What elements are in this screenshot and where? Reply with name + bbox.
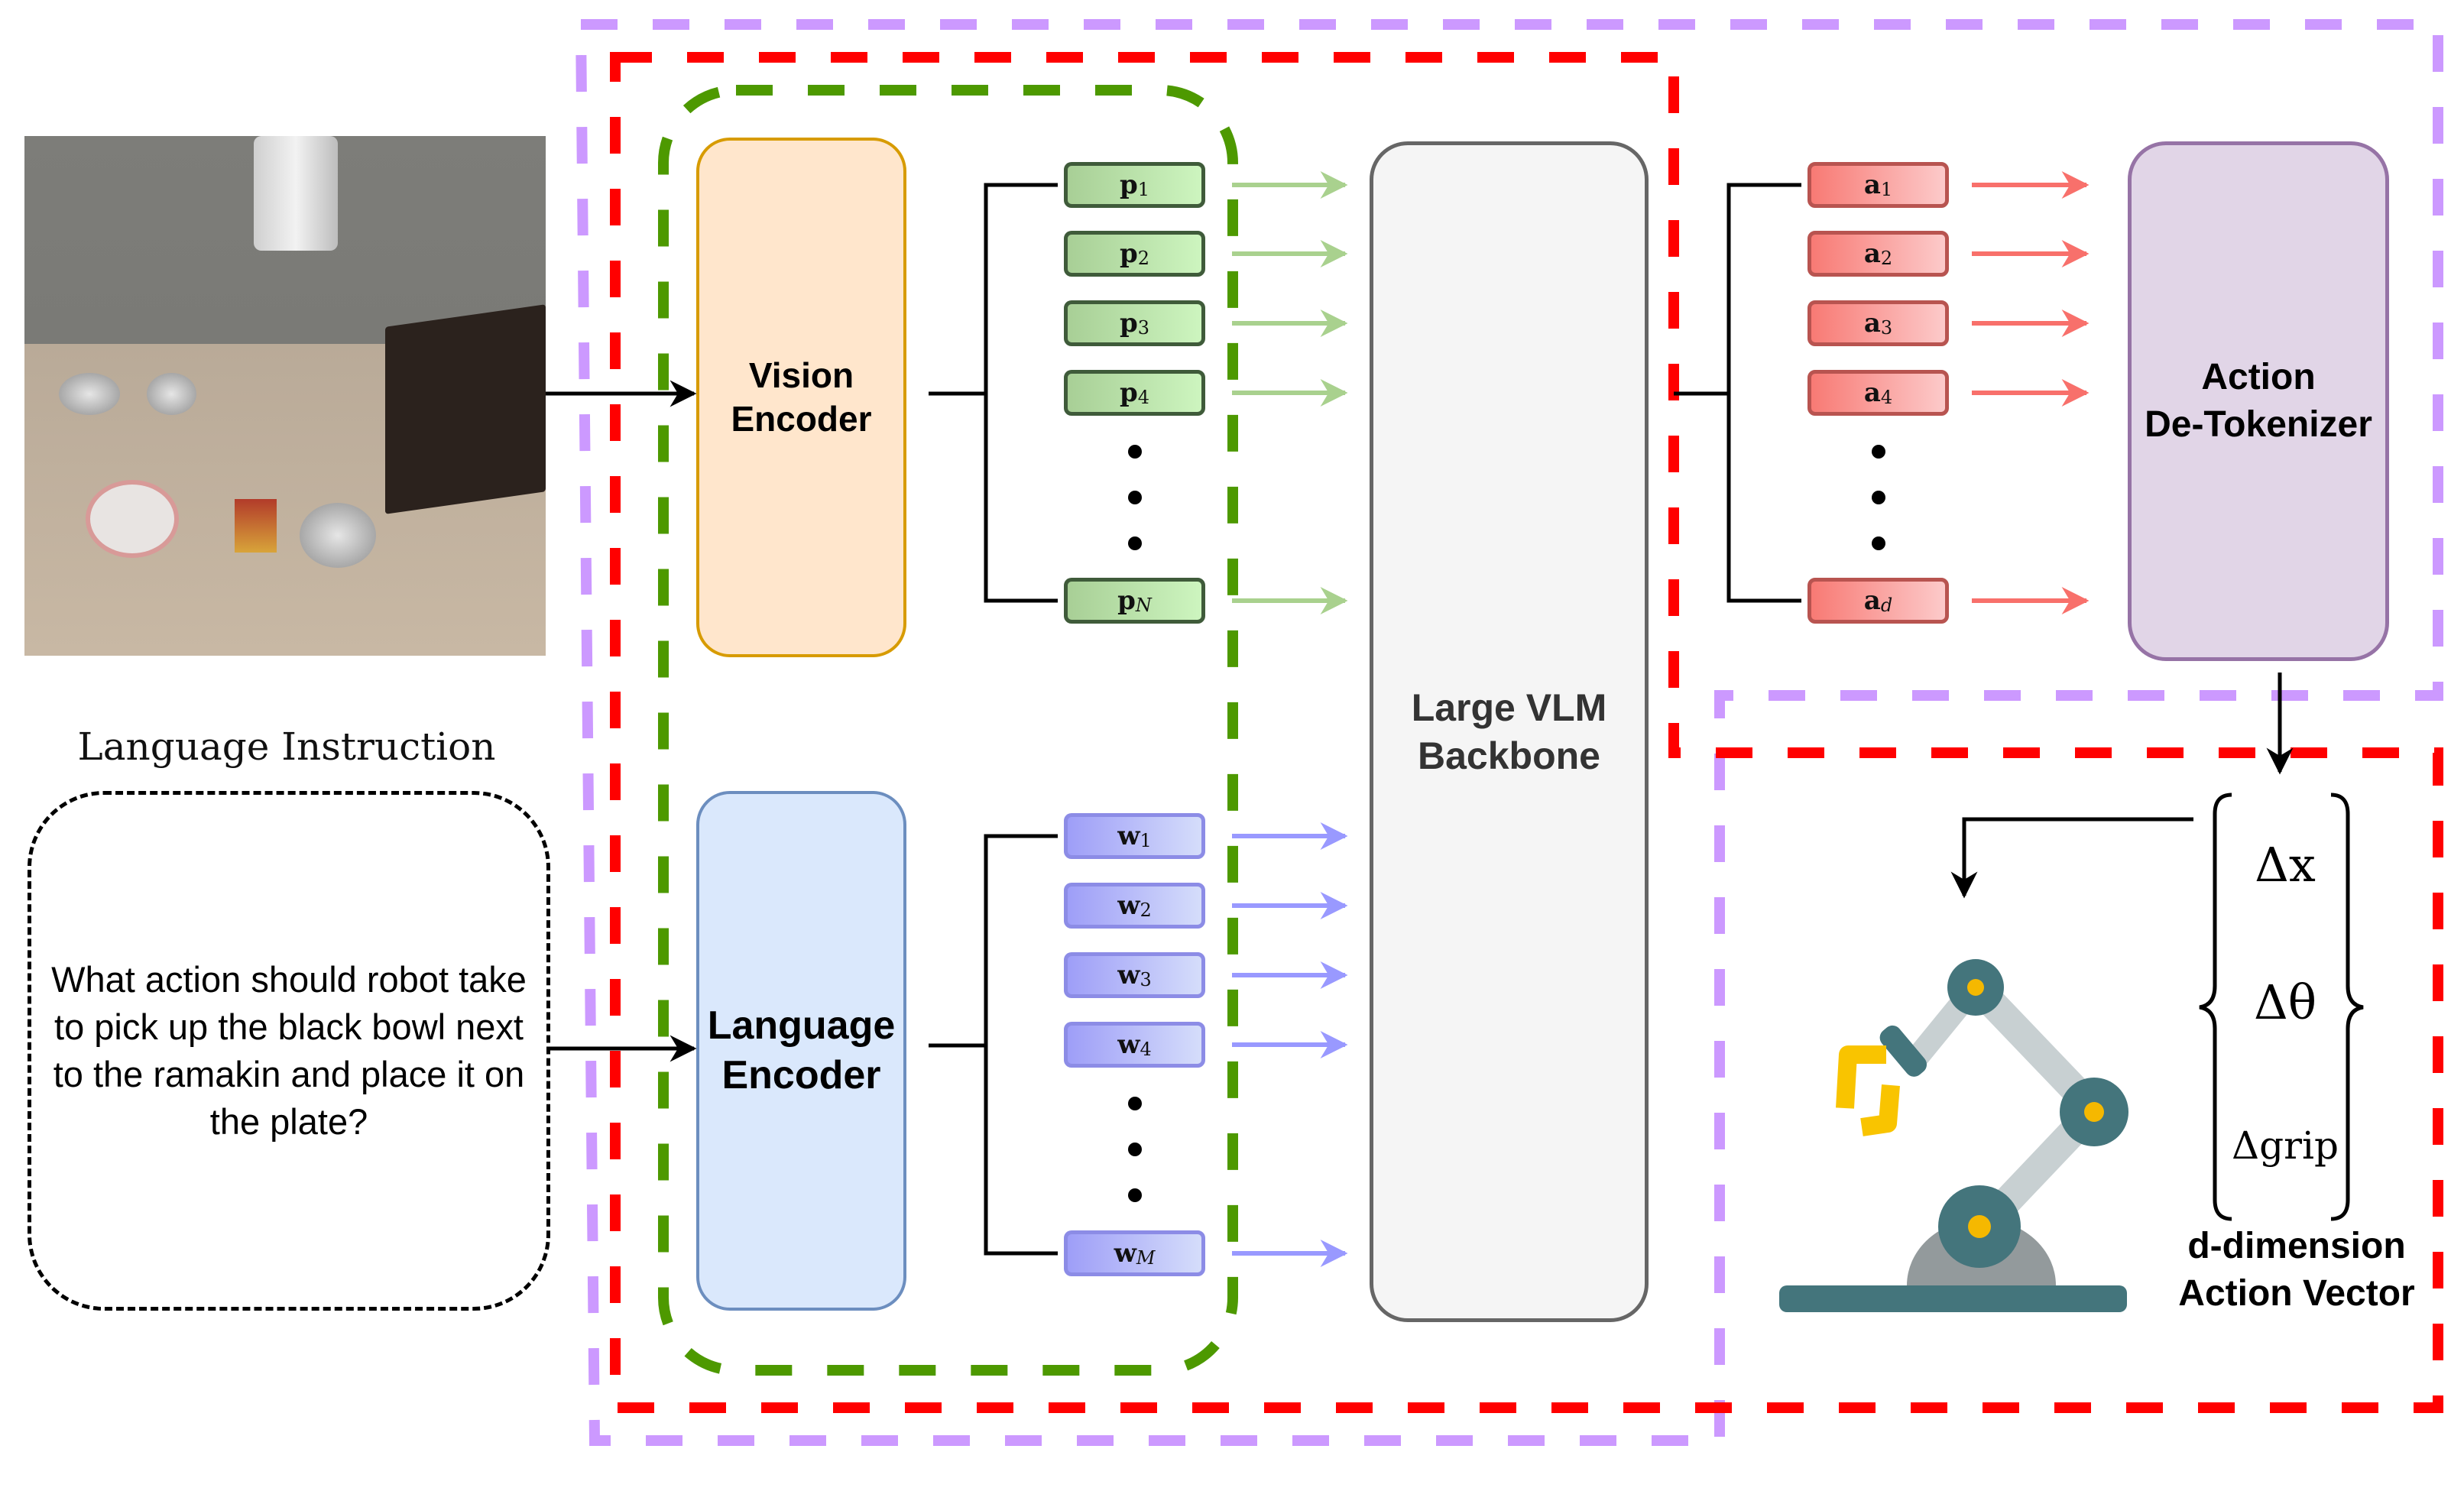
action-token-base: a <box>1863 170 1881 200</box>
robot-arm-in-scene <box>254 136 338 251</box>
language-encoder-label-1: Language <box>707 1003 896 1048</box>
word-token-base: w <box>1117 960 1140 990</box>
action-vector-entry: Δθ <box>2253 974 2317 1030</box>
action-detokenizer: Action De-Tokenizer <box>2128 141 2389 661</box>
patch-token-base: p <box>1119 170 1138 200</box>
red-region-boundary <box>610 52 2443 1413</box>
action-vector-label-1: d-dimension <box>2187 1226 2406 1266</box>
action-detokenizer-label-2: De-Tokenizer <box>2145 404 2372 445</box>
robot-arm-icon <box>1779 959 2128 1312</box>
action-token-subscript: 3 <box>1880 317 1893 339</box>
purple-region-boundary <box>575 19 2443 1446</box>
action-vector-label: d-dimension Action Vector <box>2136 1223 2457 1318</box>
action-token-base: a <box>1863 308 1881 339</box>
action-vector-right-brace <box>2330 793 2364 1221</box>
patch-token-base: p <box>1119 308 1138 339</box>
action-token-base: a <box>1863 378 1881 408</box>
action-token-bracket <box>1674 183 1801 603</box>
action-vector-entry: Δgrip <box>2231 1123 2339 1168</box>
word-token-base: w <box>1117 890 1140 921</box>
action-detokenizer-label-1: Action <box>2201 356 2316 397</box>
ellipsis-dot <box>1872 445 1885 459</box>
ellipsis-dot <box>1128 536 1142 550</box>
vlm-backbone: Large VLM Backbone <box>1370 141 1649 1322</box>
vlm-backbone-label-1: Large VLM <box>1411 686 1607 729</box>
word-token-base: w <box>1117 821 1140 851</box>
vision-encoder-label-2: Encoder <box>731 399 872 439</box>
word-token-base: w <box>1117 1029 1140 1060</box>
ellipsis-dot <box>1128 1143 1142 1156</box>
patch-token-subscript: 1 <box>1137 179 1150 200</box>
language-instruction-box: What action should robot take to pick up… <box>28 791 550 1311</box>
word-token-subscript: 1 <box>1140 830 1152 851</box>
plate-in-scene <box>86 480 179 558</box>
ellipsis-dot <box>1872 536 1885 550</box>
ellipsis-dot <box>1872 491 1885 504</box>
word-token-bracket <box>929 834 1058 1256</box>
action-token-subscript: 2 <box>1880 248 1893 269</box>
action-token-base: a <box>1863 238 1881 269</box>
snack-box-in-scene <box>235 499 277 553</box>
black-bowl-in-scene <box>300 503 376 568</box>
patch-token-base: p <box>1119 378 1138 408</box>
word-token-subscript: 2 <box>1140 899 1152 921</box>
action-token-subscript: 4 <box>1880 387 1893 408</box>
patch-token-base: p <box>1119 238 1138 269</box>
word-token-base: w <box>1114 1238 1136 1269</box>
language-instruction-title: Language Instruction <box>77 724 496 769</box>
language-encoder: Language Encoder <box>696 791 906 1311</box>
patch-token-subscript: 4 <box>1137 387 1150 408</box>
word-token-subscript: 4 <box>1140 1039 1152 1060</box>
action-vector-left-brace <box>2199 793 2232 1221</box>
patch-token-bracket <box>929 183 1058 603</box>
word-token-subscript: 3 <box>1140 969 1152 990</box>
ramekin-in-scene <box>147 373 196 415</box>
word-token-subscript: M <box>1136 1247 1156 1269</box>
vlm-backbone-label-2: Backbone <box>1418 734 1600 777</box>
green-region-boundary <box>658 85 1238 1376</box>
action-vector-entry: Δx <box>2255 837 2316 893</box>
action-token-subscript: 1 <box>1880 179 1893 200</box>
ellipsis-dot <box>1128 1097 1142 1110</box>
patch-token-subscript: N <box>1135 595 1152 616</box>
vision-encoder-label-1: Vision <box>748 355 854 395</box>
ellipsis-dot <box>1128 491 1142 504</box>
patch-token-subscript: 3 <box>1137 317 1150 339</box>
vision-encoder: Vision Encoder <box>696 138 906 657</box>
ellipsis-dot <box>1128 1188 1142 1202</box>
patch-token-base: p <box>1117 585 1136 616</box>
action-vector-label-2: Action Vector <box>2178 1273 2415 1314</box>
action-token-base: a <box>1863 585 1881 616</box>
language-instruction-text: What action should robot take to pick up… <box>51 958 527 1143</box>
bowl-in-scene <box>59 373 120 415</box>
language-encoder-label-2: Encoder <box>721 1053 881 1097</box>
ellipsis-dot <box>1128 445 1142 459</box>
action-token-subscript: d <box>1880 595 1893 616</box>
patch-token-subscript: 2 <box>1137 248 1150 269</box>
observation-image <box>24 136 546 656</box>
vector-to-robot-arrow <box>1950 817 2193 899</box>
